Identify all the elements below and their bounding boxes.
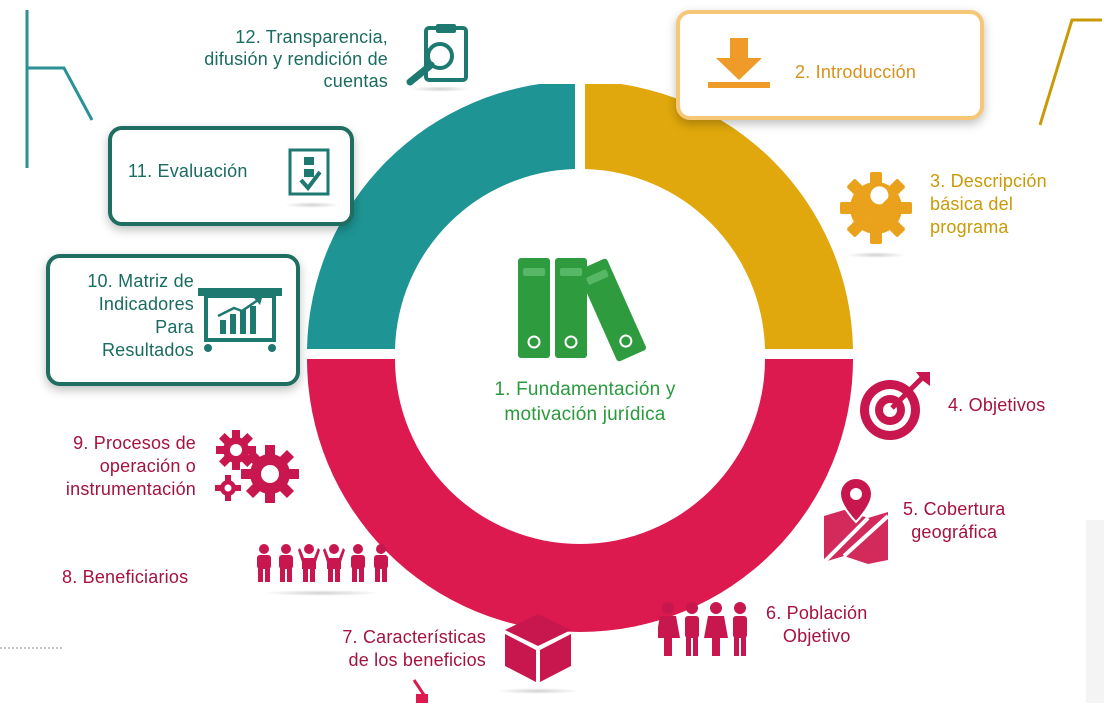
- step-10-line4: Resultados: [101, 340, 194, 360]
- step-4-label: 4. Objetivos: [948, 395, 1046, 415]
- map-pin-icon: [822, 476, 890, 564]
- step-6-line1: 6. Población: [766, 603, 868, 623]
- step-6-line2: Objetivo: [782, 626, 851, 646]
- decorative-accent: [412, 679, 428, 703]
- step-12-line3: cuentas: [323, 71, 388, 91]
- gear-wrench-icon: [840, 172, 912, 244]
- process-ring: [307, 84, 853, 632]
- step-3-line2: básica del: [930, 194, 1014, 214]
- step-10-card[interactable]: [46, 254, 300, 386]
- step-10-line1: 10. Matriz de: [87, 271, 194, 291]
- step-12-label: 12. Transparencia, difusión y rendición …: [160, 26, 388, 92]
- step-3-line1: 3. Descripción: [930, 171, 1047, 191]
- target-icon: [860, 372, 930, 440]
- step-11-label: 11. Evaluación: [128, 161, 248, 181]
- center-label-line2: motivación jurídica: [504, 404, 666, 425]
- step-3-line3: programa: [930, 217, 1009, 237]
- step-9-line3: instrumentación: [65, 479, 196, 499]
- step-9-line1: 9. Procesos de: [73, 433, 196, 453]
- step-5-label: 5. Cobertura geográfica: [903, 498, 1005, 544]
- step-10-line3: Para: [155, 317, 194, 337]
- ring-segment-red: [307, 359, 853, 632]
- step-3-label: 3. Descripción básica del programa: [930, 170, 1047, 239]
- clipboard-search-icon: [406, 24, 468, 86]
- ring-segment-gold: [585, 84, 853, 349]
- step-12-line2: difusión y rendición de: [204, 49, 388, 69]
- binders-icon: [518, 258, 646, 362]
- step-5-line1: 5. Cobertura: [903, 499, 1006, 519]
- step-9-label: 9. Procesos de operación o instrumentaci…: [0, 432, 196, 501]
- step-8-label: 8. Beneficiarios: [62, 567, 189, 587]
- download-icon: [708, 38, 770, 88]
- people-icon: [658, 602, 747, 656]
- step-2-label: 2. Introducción: [795, 62, 917, 82]
- gears-icon: [215, 430, 299, 503]
- step-10-label: 10. Matriz de Indicadores Para Resultado…: [48, 270, 194, 362]
- ring-segment-teal: [307, 84, 575, 349]
- chart-board-icon: [198, 288, 282, 352]
- step-7-line2: de los beneficios: [348, 650, 486, 670]
- step-9-line2: operación o: [99, 456, 196, 476]
- step-7-label: 7. Características de los beneficios: [300, 626, 486, 672]
- step-10-line2: Indicadores: [98, 294, 194, 314]
- step-5-line2: geográfica: [911, 522, 998, 542]
- step-6-label: 6. Población Objetivo: [766, 602, 867, 648]
- checklist-icon: [288, 148, 330, 196]
- center-label-line1: 1. Fundamentación y: [494, 379, 676, 400]
- step-7-line1: 7. Características: [342, 627, 486, 647]
- center-label: 1. Fundamentación y motivación jurídica: [460, 377, 710, 427]
- box-icon: [505, 614, 571, 682]
- crowd-icon: [257, 544, 388, 582]
- step-12-line1: 12. Transparencia,: [235, 27, 388, 47]
